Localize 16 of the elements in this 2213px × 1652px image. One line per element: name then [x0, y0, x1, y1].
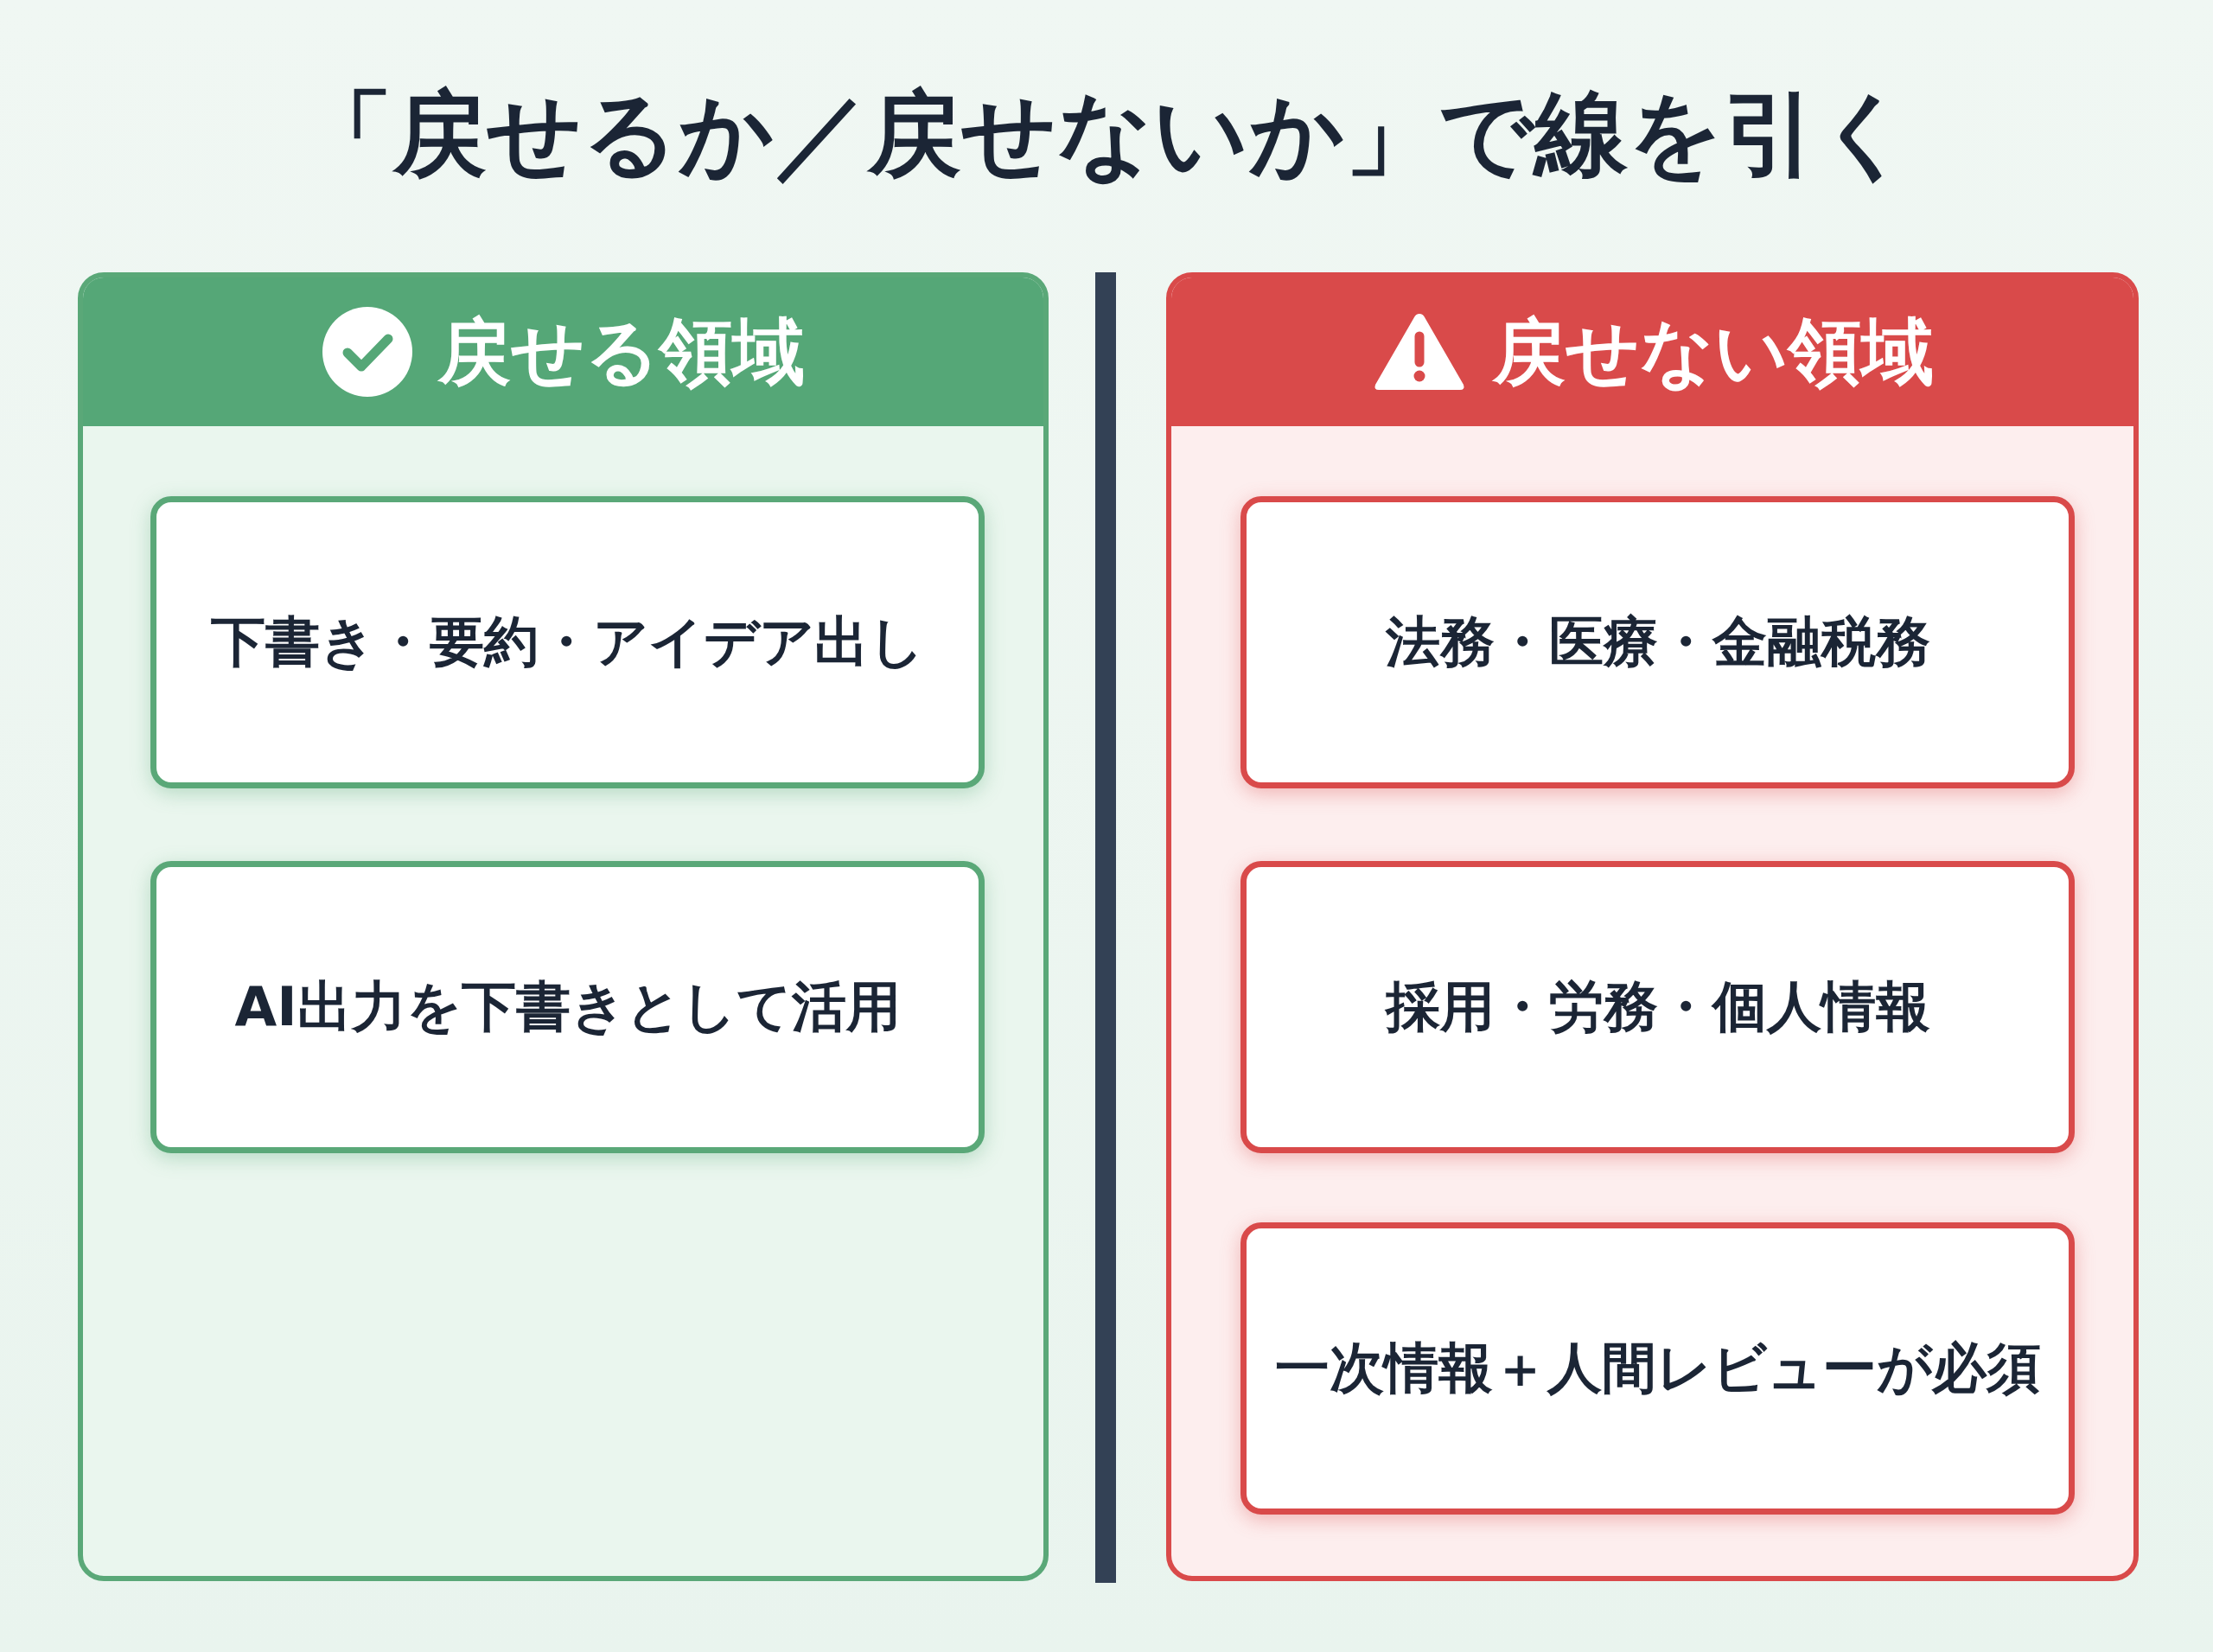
diagram-title: 「戻せるか／戻せないか」で線を引く [299, 79, 1914, 189]
category-card [1240, 1222, 2075, 1515]
card-text: 採用・労務・個人情報 [1385, 974, 1930, 1040]
category-panel [1166, 272, 2139, 1581]
card-text: 法務・医療・金融税務 [1385, 609, 1930, 675]
divider-bar [1095, 272, 1116, 1583]
category-card [150, 861, 985, 1153]
card-text: 一次情報＋人間レビューが必須 [1274, 1336, 2041, 1401]
category-card [150, 496, 985, 788]
panel-heading: 戻せる領域 [437, 309, 805, 395]
category-card [1240, 496, 2075, 788]
card-text: 下書き・要約・アイデア出し [211, 609, 924, 675]
panel-heading: 戻せない領域 [1492, 309, 1934, 395]
card-text: AI出力を下書きとして活用 [234, 974, 901, 1040]
category-panel [78, 272, 1049, 1581]
category-card [1240, 861, 2075, 1153]
